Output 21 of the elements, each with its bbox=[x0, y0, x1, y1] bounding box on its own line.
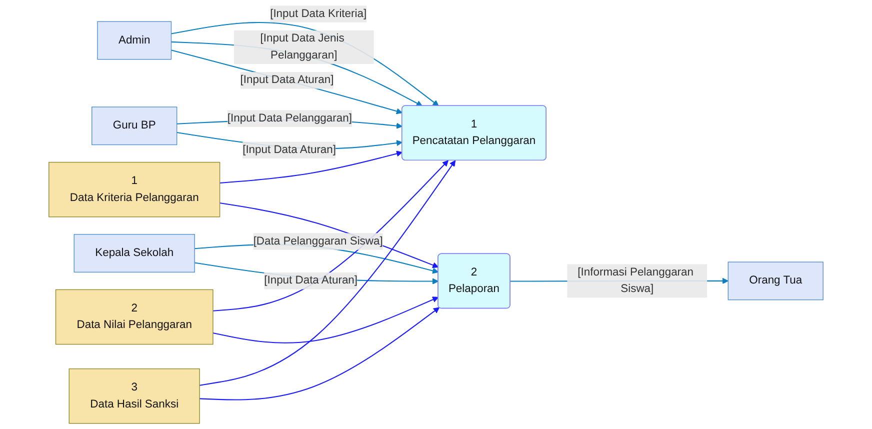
arrow bbox=[220, 150, 402, 184]
arrow bbox=[171, 41, 422, 106]
edge-label: [Input Data Pelanggaran] bbox=[227, 112, 352, 124]
edge-label: [Input Data Aturan] bbox=[240, 74, 334, 86]
edge-label: [Input Data Kriteria] bbox=[270, 8, 367, 20]
arrow bbox=[200, 307, 440, 400]
edge-label: [Input Data Aturan] bbox=[264, 274, 358, 287]
node-box: Orang Tua bbox=[728, 262, 824, 300]
node-box: 2 Data Nilai Pelanggaran bbox=[55, 289, 214, 345]
arrow bbox=[171, 50, 402, 114]
edge-label: [Input Data Jenis Pelanggaran] bbox=[260, 32, 344, 62]
arrow bbox=[199, 160, 456, 386]
node-box: Admin bbox=[97, 21, 172, 60]
node-box: 3 Data Hasil Sanksi bbox=[68, 368, 200, 424]
node-box: Kepala Sekolah bbox=[74, 234, 195, 273]
edge-label: [Data Pelanggaran Siswa] bbox=[253, 235, 383, 248]
edge-label: [Informasi Pelanggaran Siswa] bbox=[578, 266, 694, 295]
arrow bbox=[212, 296, 439, 344]
edge-label: [Input Data Aturan] bbox=[242, 144, 336, 156]
node-box: Guru BP bbox=[92, 106, 178, 146]
node-box: 1 Data Kriteria Pelanggaran bbox=[48, 162, 220, 218]
